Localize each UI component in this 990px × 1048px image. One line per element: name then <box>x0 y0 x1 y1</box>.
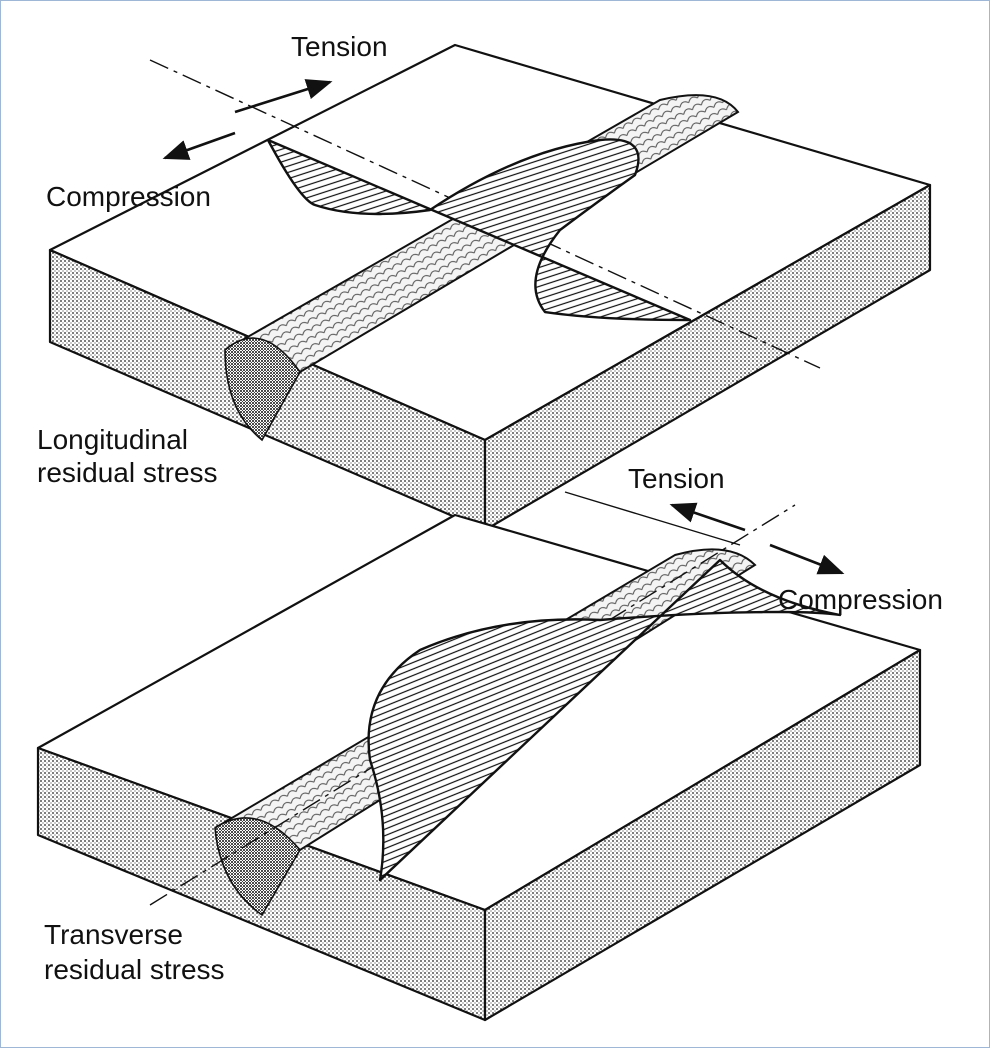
bottom-stress-curve <box>367 558 842 882</box>
top-weld-cross-section <box>224 337 301 442</box>
bottom-tension-label: Tension <box>628 463 725 494</box>
bottom-caption-line2: residual stress <box>44 954 225 985</box>
top-stress-profile <box>149 59 821 369</box>
top-compression-label: Compression <box>46 181 211 212</box>
top-stress-curve <box>266 138 692 322</box>
top-caption-line2: residual stress <box>37 457 218 488</box>
bottom-compression-label: Compression <box>778 584 943 615</box>
bottom-plate-side-face <box>483 648 922 1022</box>
top-plate-side-face <box>483 183 932 532</box>
top-tension-label: Tension <box>291 31 388 62</box>
bottom-caption-line1: Transverse <box>44 919 184 950</box>
bottom-weld-cross-section <box>214 817 301 917</box>
bottom-stress-profile <box>149 491 845 906</box>
top-caption-line1: Longitudinal <box>37 424 189 455</box>
